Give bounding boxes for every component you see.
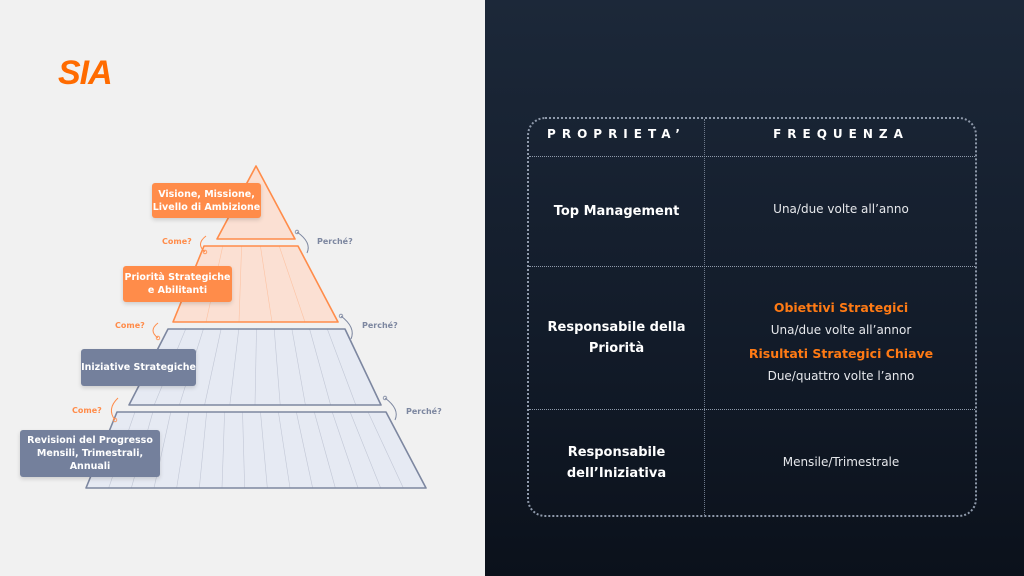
why-arrow-icon	[384, 397, 397, 421]
right-panel	[485, 0, 1024, 576]
row-divider	[529, 409, 975, 410]
tier-grid-line	[309, 328, 331, 406]
frequency-initiative: Mensile/Trimestrale	[782, 455, 900, 469]
why-label: Perché?	[362, 321, 398, 330]
arrowhead-icon	[112, 417, 118, 423]
tier-grid-line	[331, 411, 359, 489]
why-arrow-icon	[340, 315, 353, 340]
tier-grid-line	[296, 411, 313, 489]
key-results-title: Risultati Strategici Chiave	[748, 345, 934, 361]
why-label: Perché?	[317, 237, 353, 246]
column-divider	[704, 119, 705, 515]
arrowhead-icon	[202, 249, 208, 255]
tier-grid-line	[260, 411, 268, 489]
tier-grid-line	[291, 328, 306, 406]
owner-top-management: Top Management	[553, 204, 680, 219]
why-arrow-icon	[296, 231, 309, 254]
row-divider	[529, 266, 975, 267]
tier-grid-line	[349, 411, 381, 489]
arrowhead-icon	[382, 395, 388, 401]
tier-grid-line	[199, 411, 207, 489]
tier-grid-line	[204, 328, 222, 406]
arrowhead-icon	[294, 229, 300, 235]
level-label-vision: Visione, Missione, Livello di Ambizione	[152, 183, 261, 218]
tier-grid-line	[313, 411, 336, 489]
arrowhead-icon	[155, 335, 161, 341]
row-divider	[529, 156, 975, 157]
tier-grid-line	[238, 245, 242, 323]
tier-grid-line	[221, 411, 225, 489]
tier-grid-line	[229, 328, 240, 406]
sia-logo: SIA	[58, 54, 113, 92]
tier-grid-line	[273, 328, 281, 406]
how-arrow-icon	[152, 322, 159, 339]
tier-grid-line	[327, 328, 357, 406]
tier-grid-line	[254, 328, 257, 406]
why-label: Perché?	[406, 407, 442, 416]
objectives-title: Obiettivi Strategici	[773, 299, 909, 315]
tier-grid-line	[278, 245, 306, 323]
tier-grid-line	[242, 411, 245, 489]
left-panel: SIA Visione, Missione, Livello di Ambizi…	[0, 0, 485, 576]
how-label: Come?	[115, 321, 145, 330]
arrowhead-icon	[338, 313, 344, 319]
frequency-priority: Obiettivi Strategici Una/due volte all’a…	[705, 279, 977, 404]
how-label: Come?	[162, 237, 192, 246]
header-frequenza: FREQUENZA	[773, 127, 909, 141]
level-label-priorities: Priorità Strategiche e Abilitanti	[123, 266, 232, 302]
frequency-top-management: Una/due volte all’anno	[773, 202, 909, 216]
ownership-frequency-table: PROPRIETA’ FREQUENZA Top Management Una/…	[527, 117, 977, 517]
owner-initiative: Responsabile dell’Iniziativa	[566, 444, 667, 481]
objectives-frequency: Una/due volte all’annor	[770, 322, 912, 337]
pyramid-diagram	[85, 165, 427, 489]
level-label-reviews: Revisioni del Progresso Mensili, Trimest…	[20, 430, 160, 477]
key-results-frequency: Due/quattro volte l’anno	[767, 368, 915, 383]
tier-grid-line	[260, 245, 273, 323]
tier-grid-line	[176, 411, 190, 489]
how-arrow-icon	[110, 397, 119, 421]
tier-grid-line	[278, 411, 291, 489]
owner-priority: Responsabile della Priorità	[547, 320, 686, 356]
tier-grid-line	[367, 411, 404, 489]
level-label-initiatives: Iniziative Strategiche	[81, 349, 196, 386]
header-proprieta: PROPRIETA’	[547, 127, 686, 141]
how-label: Come?	[72, 406, 102, 415]
